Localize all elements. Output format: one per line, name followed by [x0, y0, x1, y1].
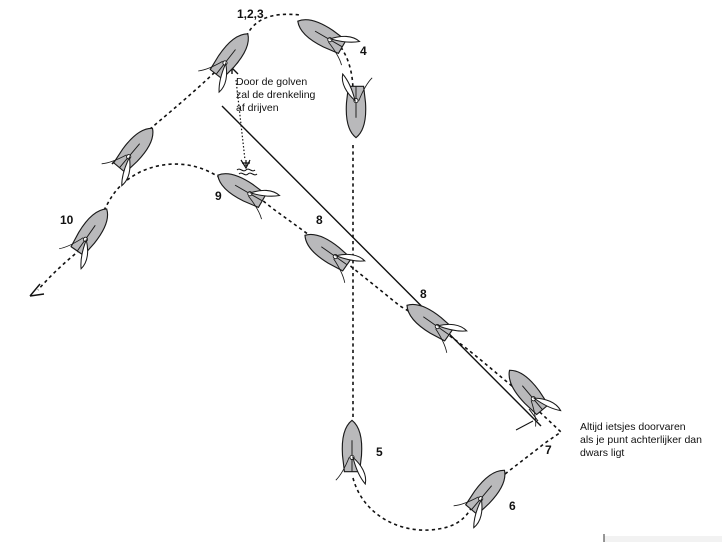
exit-arrow-icon: [29, 283, 45, 297]
turn-note-line-3: dwars ligt: [580, 447, 624, 459]
drift-direction-line: [235, 79, 246, 161]
sailboat-pos-4: [341, 73, 373, 139]
turn-note-line-2: als je punt achterlijker dan: [580, 434, 702, 446]
sailboat-icon: [397, 293, 468, 356]
sailboat-approach: [98, 117, 164, 187]
turn-corner-mark: [515, 408, 539, 431]
turn-note: Altijd ietsjes doorvaren als je punt ach…: [580, 421, 702, 459]
drift-note-line-1: Door de golven: [236, 76, 307, 88]
sailboat-icon: [450, 459, 516, 529]
label-pos-10: 10: [60, 213, 74, 227]
sailboat-icon: [335, 419, 367, 485]
course-after-9: [102, 163, 221, 213]
sailboat-pos-6: [450, 459, 516, 529]
sailboat-pos-7: [496, 360, 562, 431]
drift-note-line-2: zal de drenkeling: [236, 89, 316, 101]
course-to-7: [499, 385, 563, 479]
label-pos-8a: 8: [316, 213, 323, 227]
label-pos-123: 1,2,3: [237, 7, 264, 21]
sailboat-icon: [289, 8, 361, 68]
label-pos-4: 4: [360, 44, 367, 58]
sailboat-pos-10: [56, 199, 119, 270]
sailboat-top: [289, 8, 361, 68]
sailboat-pos-8b: [397, 293, 468, 356]
label-pos-7: 7: [545, 443, 552, 457]
course-exit: [37, 249, 81, 291]
sailboat-icon: [341, 73, 373, 139]
drift-marker-icon: [236, 168, 258, 176]
drift-note: Door de golven zal de drenkeling af drij…: [236, 76, 316, 114]
sailboat-pos-5: [335, 419, 367, 485]
label-pos-5: 5: [376, 445, 383, 459]
sailboat-icon: [56, 199, 119, 270]
course-return-leg: [261, 199, 513, 387]
page-edge: [604, 536, 722, 542]
drift-note-line-3: af drijven: [236, 102, 279, 114]
label-pos-6: 6: [509, 499, 516, 513]
course-bottom-turn: [352, 477, 474, 531]
sailboat-icon: [98, 117, 164, 187]
wind-reference-line: [221, 105, 542, 427]
turn-note-line-1: Altijd ietsjes doorvaren: [580, 421, 686, 433]
label-pos-9: 9: [215, 189, 222, 203]
label-pos-8b: 8: [420, 287, 427, 301]
sailboat-icon: [496, 360, 562, 431]
person-in-water-icon: [242, 160, 250, 166]
